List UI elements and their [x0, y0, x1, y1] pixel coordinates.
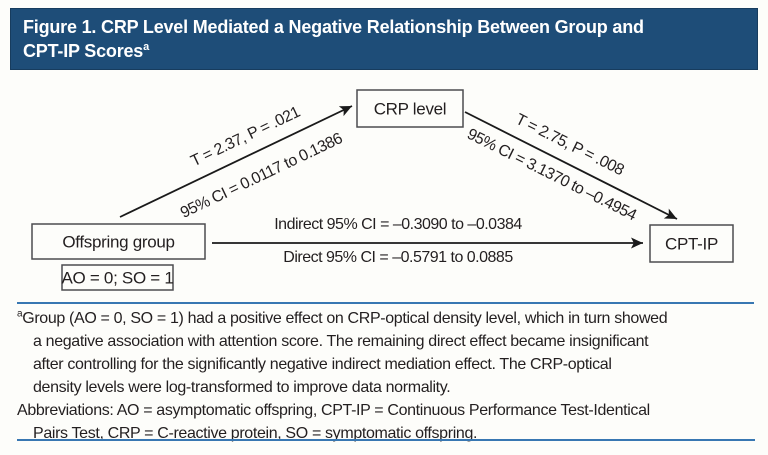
- cptip-box-label: CPT-IP: [665, 234, 718, 253]
- mediation-diagram: T = 2.37, P = .021 95% CI = 0.0117 to 0.…: [31, 89, 734, 291]
- footnote-text: Group (AO = 0, SO = 1) had a positive ef…: [22, 310, 668, 327]
- path-a-ci-label: 95% CI = 0.0117 to 0.1386: [178, 130, 346, 222]
- path-c-direct-label: Direct 95% CI = –0.5791 to 0.0885: [283, 249, 513, 266]
- crp-level-box: [356, 89, 464, 128]
- arrow-group-to-crp: [119, 105, 353, 218]
- figure-title: Figure 1. CRP Level Mediated a Negative …: [11, 9, 757, 63]
- footnote-top-rule: [17, 302, 754, 304]
- footnote-line: after controlling for the significantly …: [33, 356, 612, 373]
- figure-title-line1: Figure 1. CRP Level Mediated a Negative …: [23, 17, 644, 37]
- offspring-group-box: [31, 223, 206, 260]
- crp-level-box-label: CRP level: [374, 99, 447, 118]
- arrow-crp-to-cptip: [464, 111, 678, 220]
- figure-title-superscript: a: [143, 41, 150, 53]
- footnote-marker: a: [17, 308, 23, 320]
- footnote-line: a negative association with attention sc…: [33, 333, 649, 350]
- figure-footnote: aGroup (AO = 0, SO = 1) had a positive e…: [17, 307, 762, 445]
- footnote-line: aGroup (AO = 0, SO = 1) had a positive e…: [17, 307, 762, 330]
- path-c-indirect-label: Indirect 95% CI = –0.3090 to –0.0384: [274, 216, 522, 233]
- group-coding-box-label: AO = 0; SO = 1: [61, 268, 173, 287]
- footnote-line: density levels were log-transformed to i…: [33, 379, 451, 396]
- figure-title-line2: CPT-IP Scores: [23, 41, 144, 61]
- footnote-abbreviations-line: Pairs Test, CRP = C-reactive protein, SO…: [33, 425, 478, 442]
- offspring-group-box-label: Offspring group: [62, 232, 174, 251]
- figure-bottom-rule: [17, 439, 755, 441]
- cptip-box: [649, 224, 734, 263]
- group-coding-box: [61, 264, 174, 291]
- footnote-abbreviations-line: Abbreviations: AO = asymptomatic offspri…: [17, 402, 650, 419]
- figure-title-bar: Figure 1. CRP Level Mediated a Negative …: [10, 8, 758, 70]
